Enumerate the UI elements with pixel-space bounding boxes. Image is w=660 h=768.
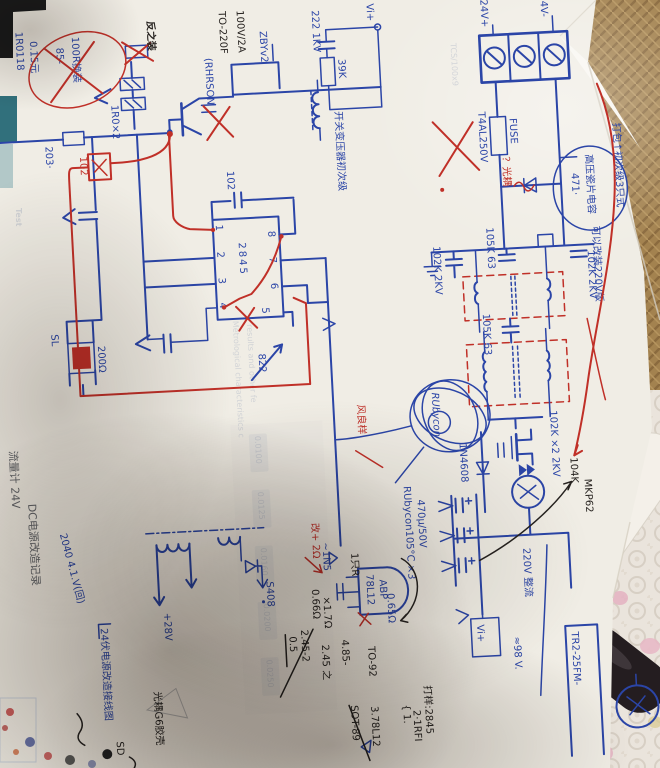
label-102k-2kv: 102K 2KV bbox=[430, 246, 444, 295]
label-mkp62: MKP62 bbox=[582, 478, 595, 512]
label-fuse-rating: T4AL250V bbox=[475, 110, 489, 162]
ground-symbol bbox=[423, 251, 441, 277]
mid-capacitor bbox=[501, 317, 520, 344]
ghost-print-code: TCS/100x9 bbox=[448, 42, 459, 86]
terminal-screw bbox=[512, 44, 536, 68]
teal-book-tab bbox=[0, 144, 13, 188]
label-105k-63-2: 105K 63 bbox=[480, 313, 493, 355]
label-102k-x2: 102K ×2 2KV bbox=[547, 410, 561, 477]
crease-line bbox=[612, 521, 631, 599]
label-102k-2kv-right: 102K 2KV bbox=[585, 250, 599, 299]
terminal-block bbox=[477, 29, 571, 84]
pin-number: 6 bbox=[268, 283, 279, 290]
red-dot bbox=[210, 227, 216, 233]
photo-shadows bbox=[0, 0, 630, 768]
red-dot bbox=[221, 305, 227, 310]
pin-number: 1 bbox=[213, 224, 224, 231]
choke-coil bbox=[473, 281, 480, 306]
arrow-mark bbox=[322, 317, 336, 332]
label-39k: 39K bbox=[335, 59, 347, 79]
ghost-print-line: results and other fe bbox=[245, 324, 258, 403]
label-822: 822 bbox=[256, 353, 268, 373]
terminal-screw bbox=[482, 46, 506, 70]
diagonal-822 bbox=[250, 343, 284, 382]
label-1r0x2: 1R0×2 bbox=[108, 105, 121, 140]
label-203: 203· bbox=[42, 146, 54, 169]
label-471: 471· bbox=[569, 173, 581, 196]
red-arc bbox=[573, 82, 616, 457]
label-fuse: FUSE bbox=[507, 118, 519, 144]
label-vi-plus: Vi+ bbox=[363, 3, 375, 21]
label-102: 102 bbox=[224, 171, 236, 191]
red-dot bbox=[166, 131, 173, 138]
mkp-note: 104K MKP62 bbox=[478, 457, 595, 562]
transformer-winding bbox=[481, 350, 488, 393]
choke-coil bbox=[545, 277, 552, 302]
choke-red-dashed-box bbox=[462, 270, 566, 322]
label-zbyv2: ZBYv2 bbox=[257, 31, 270, 63]
red-x-transistor bbox=[202, 105, 235, 142]
note-switch-transformer: 开关变压器初次级 bbox=[332, 111, 349, 192]
label-to220f: TO-220F bbox=[216, 10, 229, 54]
label-disc-cap-note: 高压瓷片电容 bbox=[583, 154, 599, 215]
ic-2845-body bbox=[211, 215, 285, 321]
light-glow bbox=[370, 0, 660, 260]
pin-number: 8 bbox=[265, 231, 276, 238]
label-red-102: 102 bbox=[77, 156, 89, 176]
label-ic-2845: 2845 bbox=[236, 242, 249, 276]
label-24v-plus: 24V+ bbox=[477, 0, 489, 28]
small-component bbox=[536, 233, 555, 248]
circled-annotation bbox=[552, 145, 629, 231]
transformer-red-dashed-box bbox=[465, 338, 571, 408]
x-capacitor bbox=[444, 250, 464, 279]
transformer-winding bbox=[545, 349, 552, 382]
red-underline bbox=[586, 317, 607, 401]
label-104k: 104K bbox=[567, 457, 579, 484]
primary-coil bbox=[311, 91, 321, 130]
red-scribble bbox=[513, 181, 535, 192]
red-x-pin5 bbox=[235, 305, 259, 332]
red-x-fuse bbox=[431, 121, 481, 177]
diode-symbol bbox=[522, 177, 538, 194]
filter-transformer-section: 102K 2KV 105K 63 102K 2KV 105K 63 bbox=[423, 227, 599, 421]
label-24v-minus: 24V- bbox=[537, 0, 549, 18]
label-opto-question: ？光耦 bbox=[500, 156, 515, 187]
pin-number: 3 bbox=[215, 277, 226, 284]
black-marker-note: 反之装 bbox=[144, 21, 159, 52]
label-100v2a: 100V/2A bbox=[234, 10, 247, 53]
pin-number: 5 bbox=[259, 307, 270, 314]
x-capacitor bbox=[497, 247, 516, 262]
mains-input-section: 24V+ 24V- FUSE T4AL250V ？光耦 471· 高压瓷片电容 bbox=[431, 0, 629, 250]
terminal-screw bbox=[542, 43, 566, 67]
x-capacitor bbox=[569, 249, 588, 259]
label-105k-63: 105K 63 bbox=[483, 227, 496, 269]
red-dot bbox=[440, 187, 445, 192]
label-rhrson: (RHRSON bbox=[202, 58, 215, 106]
pin-number: 2 bbox=[214, 251, 225, 258]
red-dot bbox=[279, 234, 284, 239]
snubber-section: 222 1KV Vi+ 39K 开关变压器初次级 bbox=[309, 3, 383, 192]
label-222-1kv: 222 1KV bbox=[309, 10, 322, 53]
pin-number: 4 bbox=[217, 302, 228, 309]
capacitor-102 bbox=[233, 191, 243, 209]
